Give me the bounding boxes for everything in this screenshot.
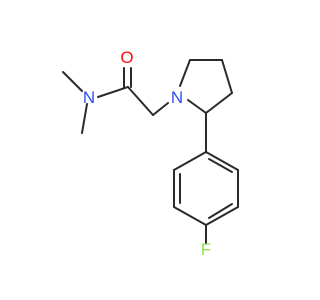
bond-ar-3 bbox=[205, 206, 239, 226]
bond-ar-6 bbox=[173, 151, 207, 171]
bond-ch2-nring bbox=[152, 102, 169, 116]
bond-namide-methyl-bottom bbox=[81, 103, 88, 134]
bond-ring-c3-c2 bbox=[205, 92, 233, 114]
bond-ring-n-c5 bbox=[179, 59, 191, 87]
bond-ar-1 bbox=[205, 151, 239, 171]
bond-ar-inner-1 bbox=[208, 158, 233, 173]
bond-c-ch2 bbox=[127, 86, 154, 116]
bond-ar-4 bbox=[173, 206, 207, 226]
bond-namide-methyl-top bbox=[62, 71, 83, 92]
bond-ar-inner-2 bbox=[208, 203, 233, 219]
molecule-structure: O N N F bbox=[62, 48, 239, 259]
bond-ring-c2-n bbox=[187, 99, 207, 114]
structure-canvas: O N N F bbox=[62, 48, 239, 259]
amide-nitrogen-label: N bbox=[83, 88, 95, 107]
bond-ring-c4-c3 bbox=[221, 59, 233, 94]
bond-c-namide bbox=[97, 86, 129, 98]
ring-nitrogen-label: N bbox=[171, 88, 183, 107]
fluorine-label: F bbox=[201, 240, 211, 259]
oxygen-label: O bbox=[120, 48, 133, 67]
